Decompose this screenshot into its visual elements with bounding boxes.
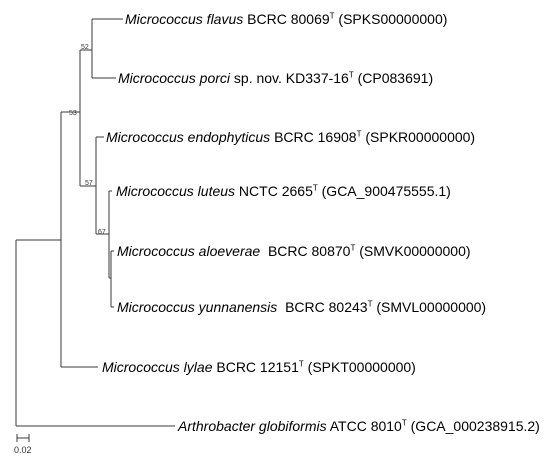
bootstrap-value: 52	[81, 44, 89, 51]
taxon-label-flavus: Micrococcus flavus BCRC 80069T (SPKS0000…	[125, 11, 448, 27]
scale-bar	[16, 434, 30, 442]
taxon-label-aloeverae: Micrococcus aloeverae BCRC 80870T (SMVK0…	[117, 243, 471, 259]
bootstrap-value: 57	[85, 180, 93, 187]
taxon-label-globiformis: Arthrobacter globiformis ATCC 8010T (GCA…	[178, 418, 540, 434]
taxon-label-lylae: Micrococcus lylae BCRC 12151T (SPKT00000…	[102, 359, 416, 375]
taxon-label-endophyticus: Micrococcus endophyticus BCRC 16908T (SP…	[106, 129, 476, 145]
taxon-label-luteus: Micrococcus luteus NCTC 2665T (GCA_90047…	[116, 183, 451, 199]
taxon-label-porci: Micrococcus porci sp. nov. KD337-16T (CP…	[118, 70, 434, 86]
taxon-label-yunnanensis: Micrococcus yunnanensis BCRC 80243T (SMV…	[117, 299, 487, 315]
bootstrap-value: 67	[98, 229, 106, 236]
bootstrap-value: 53	[69, 110, 77, 117]
scale-bar-label: 0.02	[14, 445, 32, 455]
